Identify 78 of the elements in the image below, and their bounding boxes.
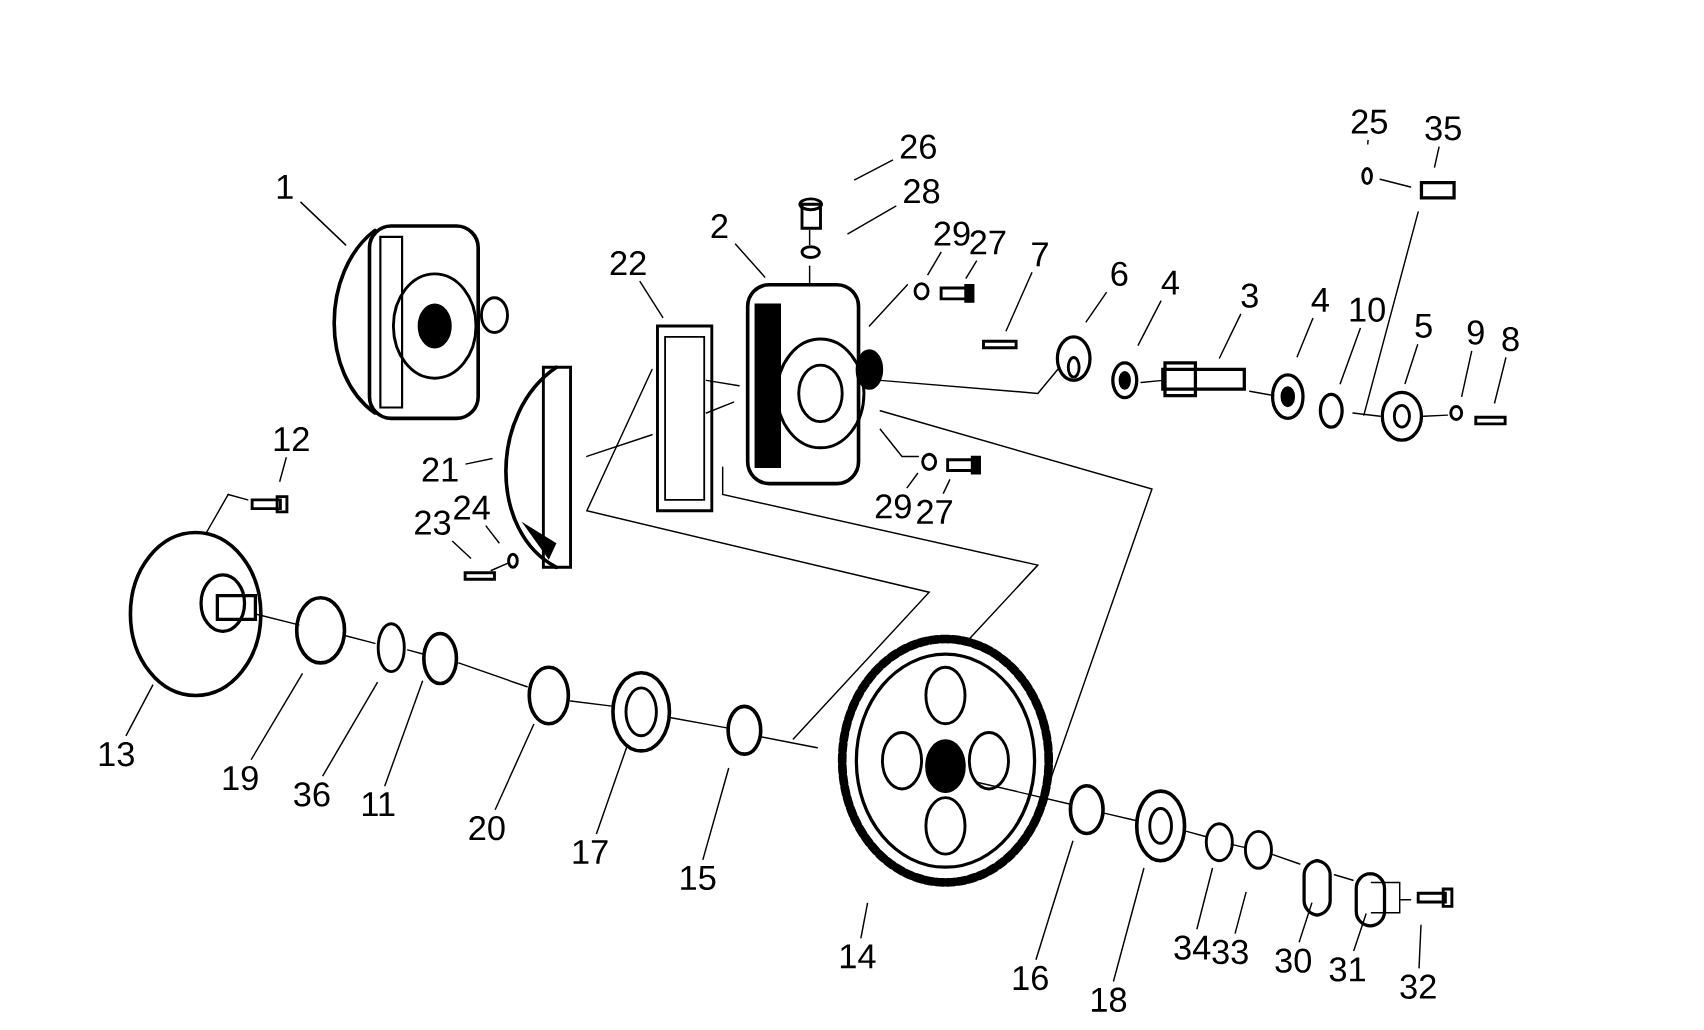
callout-number: 21 (422, 457, 458, 482)
leader-line (702, 767, 730, 861)
callout-number: 26 (900, 134, 936, 159)
leader-line (1367, 139, 1369, 146)
callout-number: 8 (1502, 326, 1519, 352)
leader-line (595, 745, 628, 835)
leader-line (734, 242, 766, 279)
leader-line (1460, 350, 1473, 398)
callout-number: 4 (1311, 288, 1329, 312)
callout-number: 17 (573, 840, 608, 864)
leader-line (1339, 327, 1362, 385)
leader-line (1112, 867, 1145, 983)
leader-line (906, 472, 919, 489)
callout-number: 3 (1241, 283, 1258, 308)
callout-number: 5 (1415, 313, 1432, 338)
callout-number: 28 (904, 179, 940, 204)
callout-number: 7 (1032, 242, 1048, 267)
callout-number: 11 (362, 792, 395, 816)
leader-line (125, 683, 154, 737)
callout-number: 30 (1275, 948, 1311, 973)
leader-line (1137, 299, 1162, 347)
callout-number: 32 (1400, 974, 1436, 999)
callout-number: 20 (469, 815, 505, 841)
callout-number: 23 (415, 510, 451, 535)
leader-line (1005, 271, 1033, 332)
leader-line (1035, 839, 1074, 961)
leader-line (1234, 891, 1247, 935)
callout-number: 18 (1091, 987, 1127, 1012)
leader-line (965, 259, 978, 280)
leader-line (1493, 356, 1507, 405)
callout-number: 13 (99, 741, 134, 767)
callout-number: 27 (917, 499, 953, 524)
leader-line (853, 159, 894, 181)
callout-number: 19 (223, 765, 258, 791)
callout-number: 35 (1425, 115, 1461, 141)
callout-number: 36 (294, 782, 330, 807)
callout-number: 10 (1350, 297, 1385, 322)
callout-number: 9 (1467, 320, 1484, 345)
leader-line (860, 902, 869, 939)
leader-line (1218, 313, 1242, 360)
callout-number: 6 (1111, 261, 1128, 286)
callout-number: 29 (934, 221, 970, 246)
leader-line (321, 681, 379, 777)
callout-number: 12 (274, 426, 309, 451)
leader-line (846, 205, 897, 235)
callout-number: 22 (610, 250, 646, 275)
leader-line (250, 672, 304, 761)
callout-number: 2 (711, 213, 728, 238)
leader-line (464, 457, 494, 465)
callout-number: 33 (1212, 939, 1248, 965)
callout-number: 15 (681, 865, 716, 890)
leader-line (1418, 923, 1422, 970)
callout-number: 1 (277, 174, 293, 199)
callout-number: 31 (1329, 957, 1365, 982)
leader-line (942, 478, 951, 495)
leader-line (485, 524, 501, 544)
callout-number: 25 (1351, 109, 1387, 134)
leader-line (1404, 343, 1419, 385)
leader-line (1085, 291, 1108, 323)
leader-line (299, 201, 347, 246)
leader-line (1352, 912, 1367, 952)
leader-line (639, 280, 664, 319)
leader-line (383, 679, 424, 787)
callout-number: 24 (454, 495, 490, 520)
leader-line (1298, 901, 1313, 943)
leader-line (278, 456, 288, 483)
callout-number: 14 (840, 944, 876, 969)
leader-line (1196, 867, 1214, 930)
callout-number: 34 (1174, 935, 1211, 960)
callout-number: 29 (875, 494, 911, 519)
leader-line (926, 251, 942, 276)
leader-line (1296, 317, 1314, 358)
leader-line (494, 723, 535, 811)
callout-number: 16 (1013, 965, 1048, 991)
callout-number: 4 (1161, 270, 1179, 295)
leader-line (451, 540, 472, 560)
callout-number: 27 (970, 230, 1006, 255)
leader-line (1433, 145, 1440, 169)
